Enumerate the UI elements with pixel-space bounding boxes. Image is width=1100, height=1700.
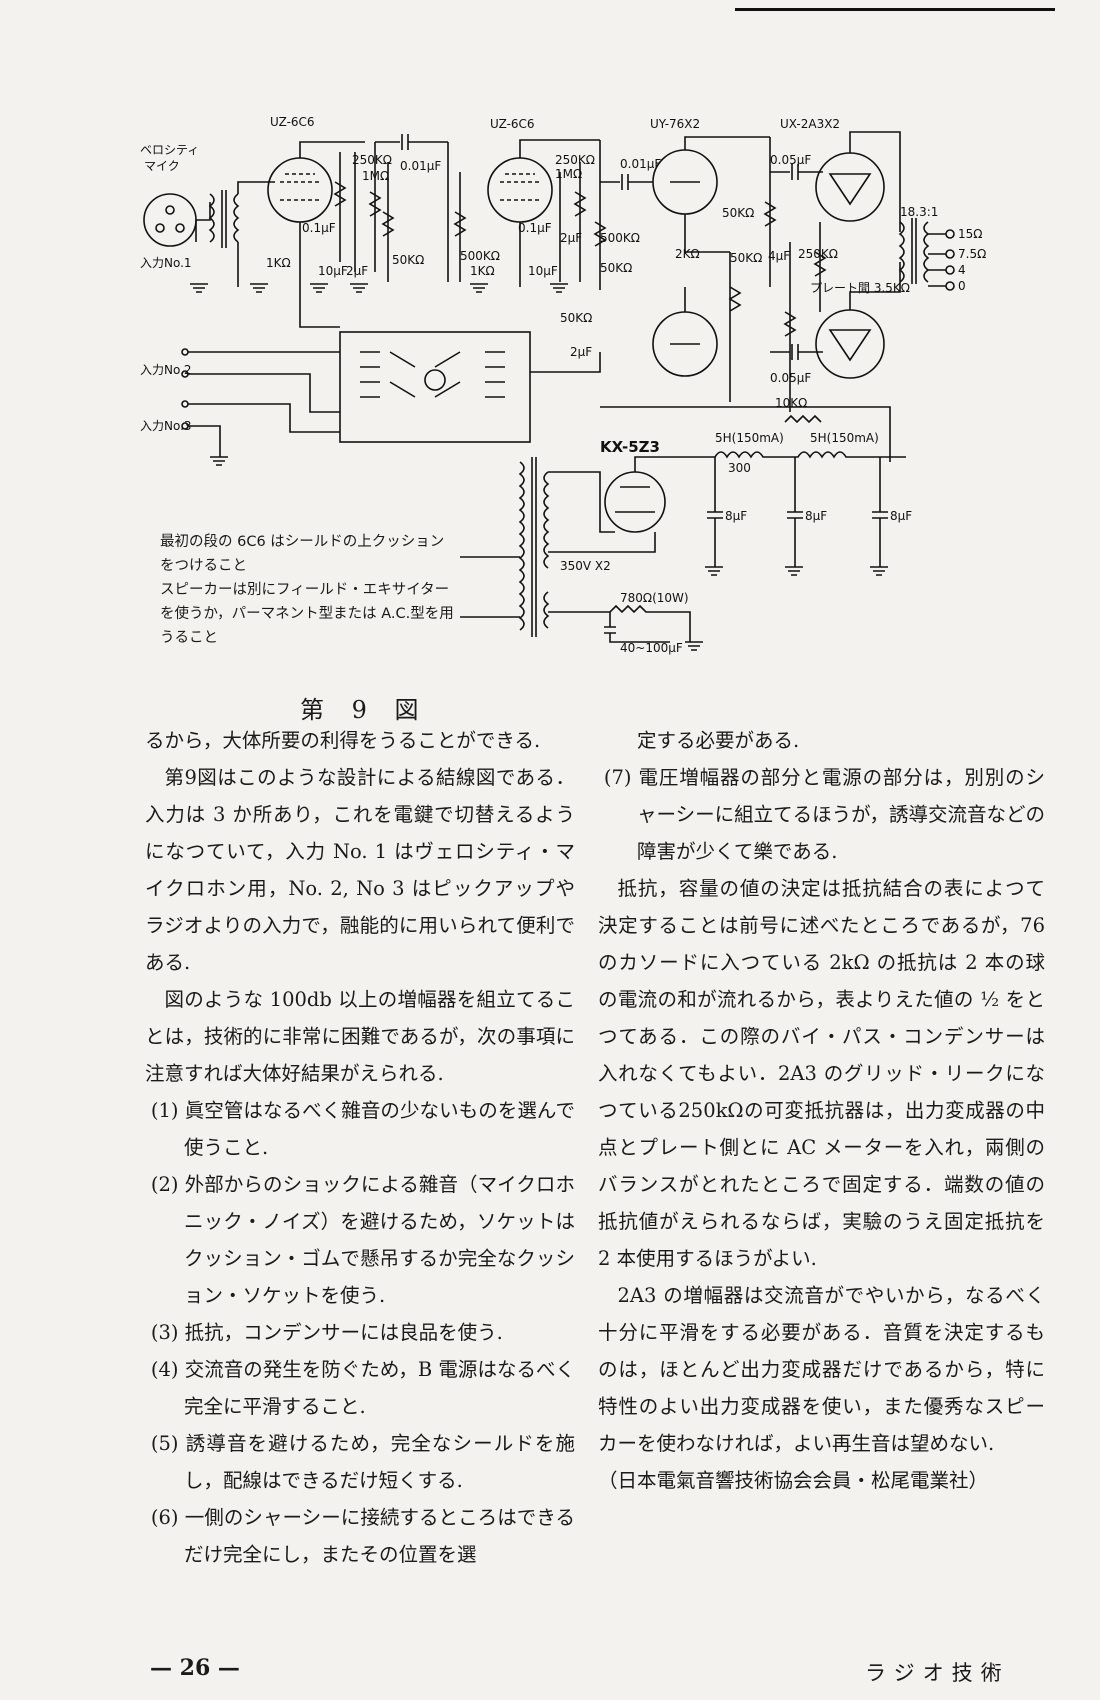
label-tube-1: UZ-6C6	[270, 115, 315, 129]
label-tube-2: UZ-6C6	[490, 117, 535, 131]
label-r-2k: 2KΩ	[675, 247, 700, 261]
tube-2	[487, 157, 553, 223]
label-r-250k-a: 250KΩ	[352, 153, 392, 167]
schematic-note: 最初の段の 6C6 はシールドの上クッション をつけること スピーカーは別にフィ…	[160, 530, 520, 650]
label-r-1m-b: 1MΩ	[555, 167, 582, 181]
microphone-symbol	[143, 193, 197, 247]
list-item: (2) 外部からのショックによる雜音（マイクロホニック・ノイズ）を避けるため，ソ…	[150, 1173, 575, 1307]
label-c-10-a: 10μF	[318, 264, 348, 278]
magazine-title: ラジオ技術	[865, 1661, 1010, 1685]
list-item: (6) 一側のシャーシーに接続するところはできるだけ完全にし，またその位置を選	[150, 1506, 575, 1566]
label-r-1k-a: 1KΩ	[266, 256, 291, 270]
label-r-250k-c: 250KΩ	[798, 247, 838, 261]
label-c-005-b: 0.05μF	[770, 371, 811, 385]
label-r-50k-b: 50KΩ	[600, 261, 632, 275]
figure-caption: 第 9 図	[300, 696, 429, 724]
label-mic-2: マイク	[144, 159, 180, 173]
label-tap-1: 15Ω	[958, 227, 982, 241]
paragraph: 図のような 100db 以上の増幅器を組立てることは，技術的に非常に困難であるが…	[145, 988, 575, 1085]
circuit-schematic: UZ-6C6 UZ-6C6 UY-76X2 UX-2A3X2 ベロシティ マイク…	[130, 112, 1060, 712]
input-transformer	[208, 193, 215, 243]
schematic-svg: UZ-6C6 UZ-6C6 UY-76X2 UX-2A3X2 ベロシティ マイク…	[140, 115, 986, 655]
rectifier-tube	[604, 471, 666, 533]
label-r-50k-c: 50KΩ	[722, 206, 754, 220]
label-tf-ratio: 18.3:1	[900, 205, 938, 219]
label-r-50k-e: 50KΩ	[560, 311, 592, 325]
label-input-2: 入力No.2	[140, 363, 192, 377]
paragraph: 抵抗，容量の値の決定は抵抗結合の表によつて決定することは前号に述べたところである…	[598, 877, 1045, 1270]
label-filter-1: 8μF	[725, 509, 747, 523]
input-switch-box	[339, 331, 531, 443]
label-r-1m-a: 1MΩ	[362, 169, 389, 183]
paragraph: 定する必要がある.	[637, 729, 800, 752]
label-c-001-b: 0.01μF	[620, 157, 661, 171]
list-item: (5) 誘導音を避けるため，完全なシールドを施し，配線はできるだけ短くする.	[150, 1432, 575, 1492]
label-filter-2: 8μF	[805, 509, 827, 523]
paragraph: るから，大体所要の利得をうることができる.	[145, 729, 541, 752]
label-c-2-a: 2μF	[346, 264, 368, 278]
label-c-2-b: 2μF	[560, 231, 582, 245]
label-input-3: 入力No.3	[140, 419, 192, 433]
note-line: を使うか，パーマネント型または A.C.型を用	[160, 606, 454, 622]
label-hv: 350V X2	[560, 559, 611, 573]
note-line: 最初の段の 6C6 はシールドの上クッション	[160, 534, 445, 550]
label-choke-2: 5H(150mA)	[810, 431, 879, 445]
label-c-01-b: 0.1μF	[518, 221, 552, 235]
label-choke-1: 5H(150mA)	[715, 431, 784, 445]
label-filter-3: 8μF	[890, 509, 912, 523]
label-tap-2: 7.5Ω	[958, 247, 986, 261]
label-bias-r: 780Ω(10W)	[620, 591, 689, 605]
tube-4b	[815, 309, 885, 379]
list-item: (1) 眞空管はなるべく雜音の少ないものを選んで使うこと.	[150, 1099, 575, 1159]
note-line: うること	[160, 630, 218, 646]
label-rectifier: KX-5Z3	[600, 438, 660, 456]
label-r-250k-b: 250KΩ	[555, 153, 595, 167]
label-c-2-c: 2μF	[570, 345, 592, 359]
label-c-10-b: 10μF	[528, 264, 558, 278]
list-item: (7) 電圧増幅器の部分と電源の部分は，別別のシャーシーに組立てるほうが，誘導交…	[603, 766, 1045, 863]
label-tube-3: UY-76X2	[650, 117, 700, 131]
label-tap-4: 0	[958, 279, 966, 293]
label-r-50k-d: 50KΩ	[730, 251, 762, 265]
note-line: スピーカーは別にフィールド・エキサイター	[160, 582, 450, 598]
list-item: (3) 抵抗，コンデンサーには良品を使う.	[150, 1321, 503, 1344]
note-line: をつけること	[160, 558, 247, 574]
label-mic-1: ベロシティ	[140, 143, 199, 157]
right-column: 定する必要がある. (7) 電圧増幅器の部分と電源の部分は，別別のシャーシーに組…	[598, 722, 1045, 1499]
label-r-10k: 10KΩ	[775, 396, 807, 410]
page-number: — 26 —	[150, 1655, 240, 1681]
label-c-001-a: 0.01μF	[400, 159, 441, 173]
label-tube-4: UX-2A3X2	[780, 117, 840, 131]
paragraph: 2A3 の増幅器は交流音がでやいから，なるべく十分に平滑をする必要がある．音質を…	[598, 1284, 1045, 1455]
label-r-500k-b: 500KΩ	[600, 231, 640, 245]
label-c-005-a: 0.05μF	[770, 153, 811, 167]
label-bias-c: 40~100μF	[620, 641, 683, 655]
label-input-1: 入力No.1	[140, 256, 192, 270]
top-rule	[735, 8, 1055, 11]
paragraph: 第9図はこのような設計による結線図である．入力は 3 か所あり，これを電鍵で切替…	[145, 766, 575, 974]
label-r-plate: プレート間 3.5KΩ	[810, 281, 910, 295]
label-c-4: 4μF	[768, 249, 790, 263]
label-tap-3: 4	[958, 263, 966, 277]
tube-4a	[815, 152, 885, 222]
output-transformer	[898, 221, 905, 283]
label-r-1k-b: 1KΩ	[470, 264, 495, 278]
label-r-500k-a: 500KΩ	[460, 249, 500, 263]
author-credit: （日本電氣音響技術協会会員・松尾電業社）	[598, 1469, 989, 1492]
label-r-50k-a: 50KΩ	[392, 253, 424, 267]
left-column: るから，大体所要の利得をうることができる. 第9図はこのような設計による結線図で…	[145, 722, 575, 1573]
label-choke-1-r: 300	[728, 461, 751, 475]
tube-1	[267, 157, 333, 223]
power-transformer	[518, 461, 525, 631]
list-item: (4) 交流音の発生を防ぐため，B 電源はなるべく完全に平滑すること.	[150, 1358, 575, 1418]
label-c-01-a: 0.1μF	[302, 221, 336, 235]
